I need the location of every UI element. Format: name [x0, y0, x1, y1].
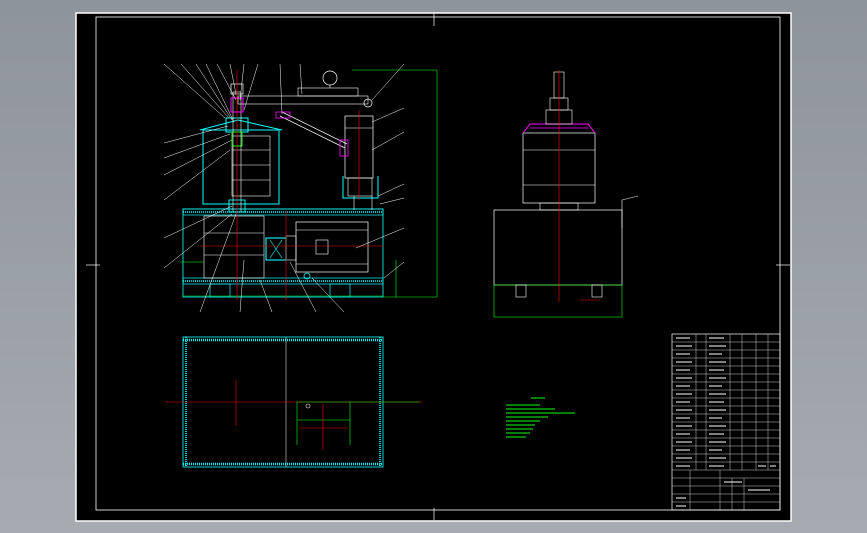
- technical-notes: [506, 397, 575, 438]
- top-view: [165, 336, 422, 468]
- sheet-outer-frame: [75, 12, 792, 522]
- sheet-inner-frame: [95, 16, 781, 511]
- side-view: [493, 70, 639, 318]
- front-view: [163, 63, 438, 313]
- title-block: [671, 333, 781, 511]
- centering-marks: [86, 13, 790, 520]
